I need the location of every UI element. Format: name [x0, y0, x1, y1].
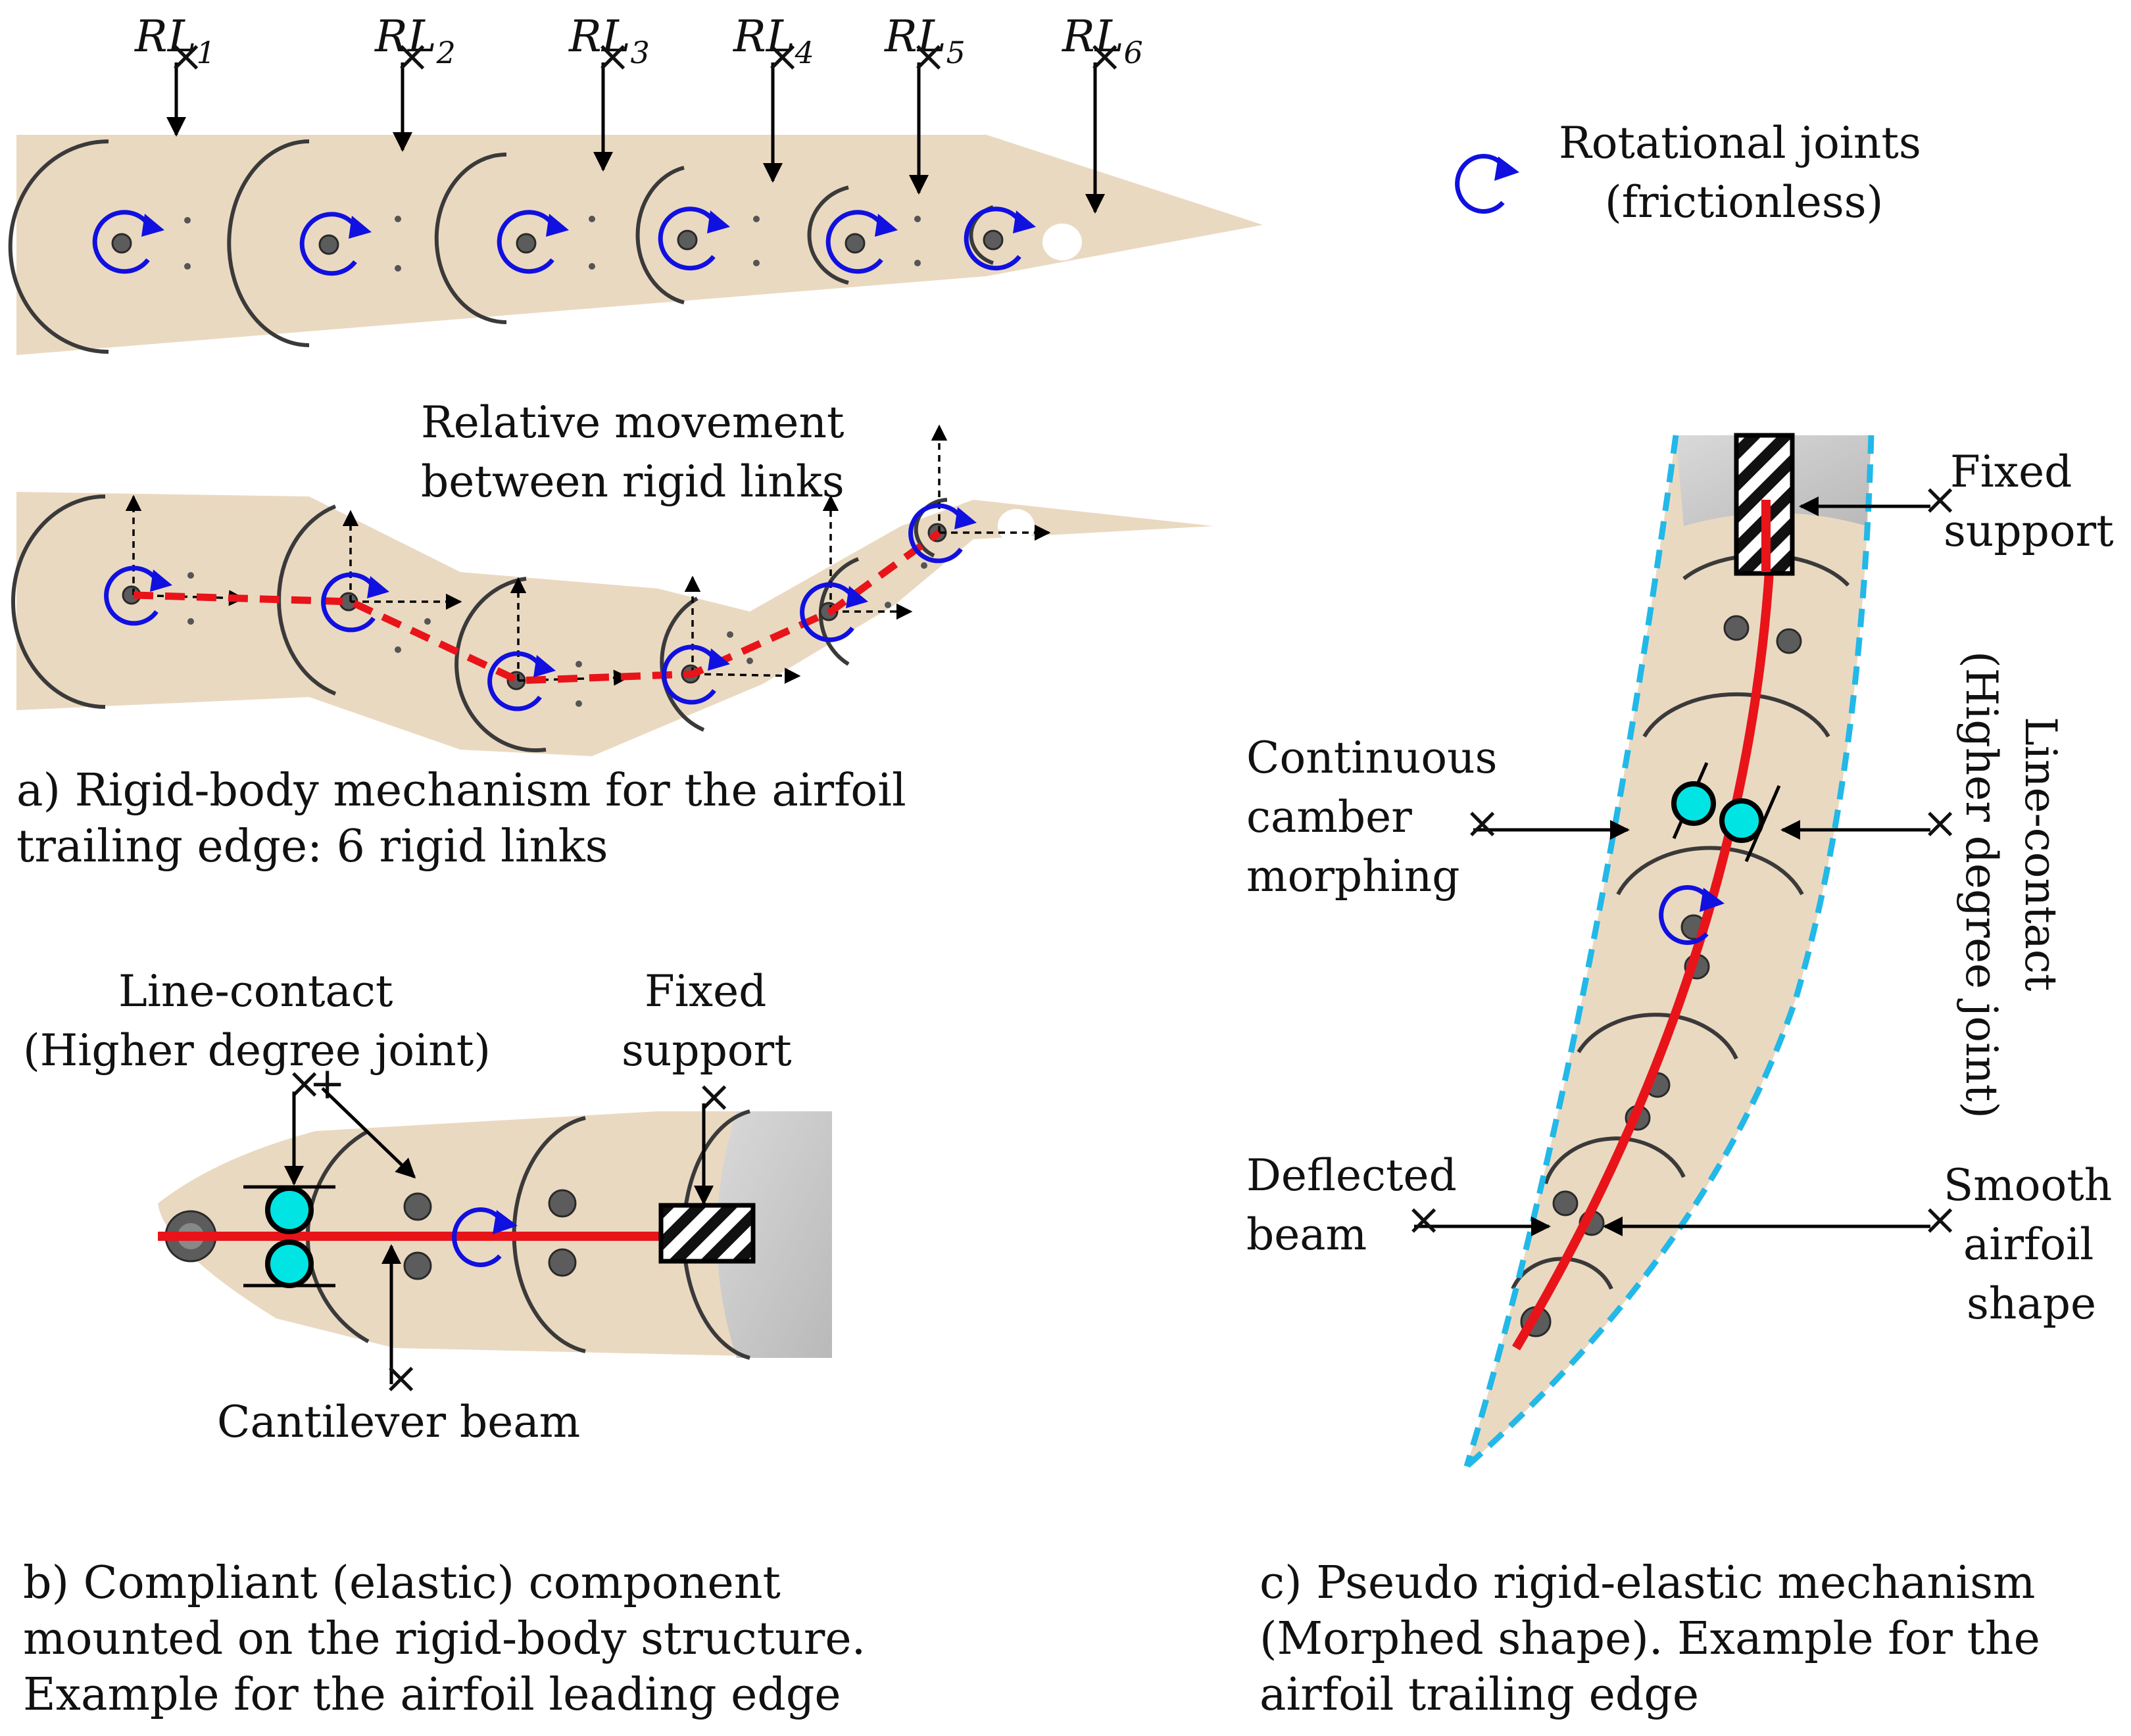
svg-text:×: ×: [168, 31, 204, 82]
deformed-trailing-edge: Relative movement between rigid links: [11, 397, 1213, 756]
svg-text:×: ×: [1922, 1194, 1958, 1245]
rl-label-2: RL2: [374, 11, 456, 70]
svg-text:support: support: [1944, 506, 2114, 556]
svg-text:×: ×: [1406, 1194, 1442, 1245]
svg-text:morphing: morphing: [1246, 851, 1460, 902]
rl-label-3: RL3: [568, 11, 650, 70]
svg-text:×: ×: [1922, 798, 1958, 848]
svg-text:×: ×: [1087, 31, 1123, 82]
rotation-legend-icon: [1455, 153, 1509, 214]
svg-text:airfoil trailing edge: airfoil trailing edge: [1260, 1669, 1699, 1721]
rl-pointers: × × × × × ×: [166, 31, 1123, 214]
svg-text:×: ×: [286, 1058, 322, 1109]
deflected-beam: [1511, 499, 1777, 1351]
deflected-beam-label: Deflected: [1246, 1150, 1457, 1201]
rotation-markers-a-top: [92, 206, 1036, 276]
svg-text:(Morphed shape). Example for t: (Morphed shape). Example for the: [1260, 1613, 2040, 1665]
line-contact-label-c: Line-contact: [2015, 717, 2066, 991]
svg-text:+: +: [309, 1058, 345, 1109]
rl-label-4: RL4: [733, 11, 814, 70]
svg-text:×: ×: [595, 31, 631, 82]
continuous-camber-label: Continuous: [1246, 733, 1498, 783]
svg-text:(Higher degree joint): (Higher degree joint): [1956, 651, 2007, 1119]
rl-label-6: RL6: [1062, 11, 1143, 70]
fixed-support-label-c: Fixed: [1950, 446, 2072, 497]
svg-text:mounted on the rigid-body stru: mounted on the rigid-body structure.: [23, 1613, 866, 1665]
svg-text:×: ×: [696, 1071, 732, 1122]
svg-text:(frictionless): (frictionless): [1605, 177, 1883, 228]
rl-label-1: RL1: [134, 11, 216, 70]
pins-a-top: [111, 216, 1004, 272]
caption-c: c) Pseudo rigid-elastic mechanism: [1260, 1557, 2035, 1609]
smooth-airfoil-label: Smooth: [1944, 1160, 2112, 1211]
svg-text:×: ×: [910, 31, 946, 82]
rotation-markers-a-bottom: [104, 503, 977, 711]
svg-text:trailing edge: 6 rigid links: trailing edge: 6 rigid links: [16, 821, 608, 873]
svg-text:×: ×: [1922, 474, 1958, 525]
line-contact-rollers-c: [1671, 762, 1781, 862]
smooth-airfoil-outline-right: [1465, 435, 1874, 1469]
panel-c: Fixed support × Line-contact (Higher deg…: [1246, 433, 2114, 1721]
cantilever-beam-label: Cantilever beam: [217, 1397, 580, 1447]
svg-text:Rotational joints: Rotational joints: [1559, 118, 1921, 168]
caption-a: a) Rigid-body mechanism for the airfoil: [16, 765, 906, 817]
panel-b: Line-contact (Higher degree joint) × + F…: [23, 966, 866, 1721]
svg-text:Example for the airfoil leadin: Example for the airfoil leading edge: [23, 1669, 841, 1721]
rigid-link-labels: RL1 RL2 RL3 RL4 RL5 RL6 × × × × × ×: [134, 11, 1143, 214]
rl-label-5: RL5: [884, 11, 966, 70]
svg-text:×: ×: [394, 31, 430, 82]
svg-text:×: ×: [1464, 798, 1500, 848]
svg-text:×: ×: [764, 31, 800, 82]
svg-text:beam: beam: [1246, 1209, 1367, 1260]
link-chain-polyline: [133, 529, 942, 685]
svg-text:camber: camber: [1246, 792, 1412, 842]
undeformed-trailing-edge: [8, 135, 1263, 355]
line-contact-label-b: Line-contact: [118, 966, 393, 1017]
svg-text:(Higher degree joint): (Higher degree joint): [23, 1025, 491, 1076]
fixed-support-label-b: Fixed: [645, 966, 766, 1017]
svg-text:shape: shape: [1967, 1278, 2096, 1329]
fixed-support-block-b: [658, 1203, 756, 1264]
relative-movement-label: Relative movement: [421, 397, 845, 448]
svg-text:×: ×: [383, 1353, 419, 1403]
legend-rotational-joints: Rotational joints (frictionless): [1455, 118, 1921, 228]
svg-text:airfoil: airfoil: [1963, 1219, 2094, 1270]
svg-text:between rigid links: between rigid links: [421, 456, 845, 507]
panel-a: RL1 RL2 RL3 RL4 RL5 RL6 × × × × × ×: [8, 11, 1921, 873]
line-contact-rollers-b: [243, 1185, 335, 1288]
svg-text:support: support: [622, 1025, 792, 1076]
caption-b: b) Compliant (elastic) component: [23, 1557, 781, 1609]
smooth-airfoil-outline-left: [1463, 435, 1679, 1468]
